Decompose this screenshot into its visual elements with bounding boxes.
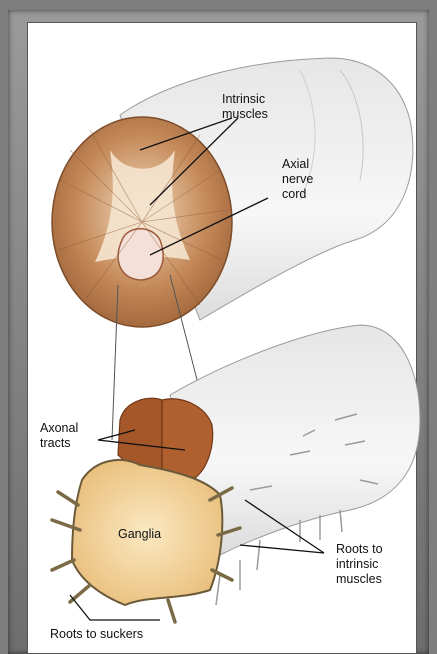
axial-nerve-cord	[118, 229, 163, 280]
label-axonal-tracts: Axonal tracts	[40, 421, 82, 450]
label-ganglia: Ganglia	[118, 527, 161, 541]
label-roots-to-suckers: Roots to suckers	[50, 627, 143, 641]
label-intrinsic-muscles: Intrinsic muscles	[222, 92, 269, 121]
label-roots-to-intrinsic-muscles: Roots to intrinsic muscles	[336, 542, 386, 586]
